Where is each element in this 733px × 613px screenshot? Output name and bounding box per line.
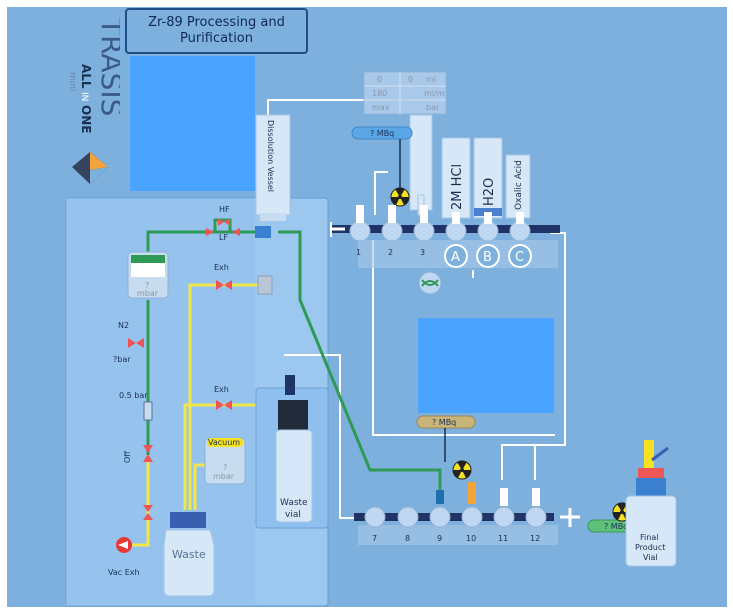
activity-top-text: ? MBq bbox=[370, 129, 394, 138]
brand-one: ONE bbox=[79, 105, 93, 133]
valve-1 bbox=[349, 220, 371, 242]
final-product-vial bbox=[625, 495, 677, 567]
final-vial-line3: Vial bbox=[643, 553, 658, 562]
pressure-gauge-value: ? bbox=[145, 281, 149, 290]
bottom-pos-8: 8 bbox=[405, 534, 410, 543]
syringe-max: max bbox=[372, 103, 390, 112]
syringe-flow: 180 bbox=[372, 89, 387, 98]
valve-11 bbox=[493, 506, 515, 528]
brand-in: IN bbox=[79, 92, 89, 101]
brand-name: TRASIS bbox=[95, 17, 120, 116]
valve-2 bbox=[381, 220, 403, 242]
reagent-vial-h2o: H2O bbox=[473, 137, 503, 219]
syringe-unit1: ml bbox=[426, 75, 436, 84]
lf-valve-icon bbox=[206, 228, 240, 236]
final-vial-line1: Final bbox=[640, 533, 658, 542]
vacuum-pump-icon bbox=[116, 537, 132, 553]
regulator-icon bbox=[143, 401, 153, 421]
hf-valve-icon bbox=[218, 218, 230, 226]
svg-text:2M HCl: 2M HCl bbox=[450, 164, 465, 210]
valve-3 bbox=[413, 220, 435, 242]
bottom-pos-12: 12 bbox=[530, 534, 540, 543]
exh2-valve-icon bbox=[216, 400, 232, 410]
reagent-letter-a: A bbox=[444, 244, 468, 268]
dissolution-vessel-label: Dissolution Vessel bbox=[266, 120, 275, 192]
top-pos-2: 2 bbox=[388, 248, 393, 257]
final-vial-line2: Product bbox=[635, 543, 665, 552]
exh2-label: Exh bbox=[214, 385, 229, 394]
filter-icon bbox=[255, 226, 271, 238]
exh1-label: Exh bbox=[214, 263, 229, 272]
syringe-panel bbox=[363, 71, 447, 115]
waste-vial-label-1: Waste bbox=[280, 498, 308, 508]
waste-vial bbox=[275, 429, 313, 523]
highlight-panel-mid bbox=[418, 318, 554, 413]
lf-label: LF bbox=[219, 233, 228, 242]
off-valve-icon bbox=[143, 445, 153, 462]
exhaust-connector bbox=[257, 275, 273, 295]
waste-vial-cap bbox=[278, 400, 308, 430]
trasis-logo: TRASIS ALL IN ONE mini bbox=[67, 17, 120, 184]
valve-10 bbox=[461, 506, 483, 528]
bottom-manifold bbox=[354, 513, 554, 521]
valve-9 bbox=[429, 506, 451, 528]
title-line2: Purification bbox=[179, 31, 253, 46]
radiation-icon-top bbox=[390, 187, 410, 207]
activity-badge-top bbox=[351, 126, 413, 140]
vacuum-gauge-unit: mbar bbox=[213, 472, 235, 481]
syringe-unit3: bar bbox=[426, 103, 440, 112]
pressure-gauge-unit: mbar bbox=[137, 289, 159, 298]
n2-valve-icon bbox=[128, 338, 144, 348]
brand-mini: mini bbox=[67, 72, 77, 91]
syringe-unit2: ml/m bbox=[424, 89, 445, 98]
trasis-diamond-icon bbox=[72, 152, 108, 184]
svg-text:A: A bbox=[451, 250, 460, 265]
radiation-icon-mid bbox=[452, 460, 472, 480]
top-manifold bbox=[330, 225, 560, 233]
top-pos-1: 1 bbox=[356, 248, 361, 257]
n2-value: ?bar bbox=[113, 355, 131, 364]
valve-12 bbox=[525, 506, 547, 528]
page-title: Zr-89 Processing and Purification bbox=[125, 8, 308, 54]
activity-right-text: ? MBq bbox=[604, 522, 628, 531]
reagent-vial-hcl: 2M HCl bbox=[441, 137, 471, 219]
svg-text:Oxalic Acid: Oxalic Acid bbox=[514, 160, 524, 210]
highlight-panel-top bbox=[130, 56, 255, 191]
activity-mid-text: ? MBq bbox=[432, 418, 456, 427]
activity-badge-mid bbox=[416, 415, 476, 429]
reagent-vial-oxalic: Oxalic Acid bbox=[505, 154, 531, 219]
bottom-pos-10: 10 bbox=[466, 534, 476, 543]
svg-text:B: B bbox=[483, 250, 492, 265]
vac-exh-label: Vac Exh bbox=[108, 568, 140, 577]
waste-vial-label-2: vial bbox=[285, 510, 301, 520]
title-line1: Zr-89 Processing and bbox=[148, 15, 285, 30]
bottom-pos-11: 11 bbox=[498, 534, 508, 543]
yellow-valve-icon bbox=[143, 505, 153, 520]
reagent-letter-b: B bbox=[476, 244, 500, 268]
off-label: Off bbox=[123, 451, 132, 463]
bottom-pos-7: 7 bbox=[372, 534, 377, 543]
vacuum-gauge-value: ? bbox=[223, 463, 227, 472]
svg-text:C: C bbox=[515, 250, 524, 265]
top-pos-3: 3 bbox=[420, 248, 425, 257]
syringe-volume: 0 bbox=[377, 75, 382, 84]
valve-7 bbox=[364, 506, 386, 528]
svg-text:H2O: H2O bbox=[482, 178, 497, 206]
vacuum-gauge-label: Vacuum bbox=[208, 438, 240, 447]
pump-icon bbox=[418, 271, 442, 295]
exh1-valve-icon bbox=[216, 280, 232, 290]
brand-all: ALL bbox=[79, 64, 93, 89]
bottom-pos-9: 9 bbox=[437, 534, 442, 543]
pressure-label: 0.5 bar bbox=[119, 391, 148, 400]
waste-cap bbox=[170, 512, 206, 528]
valve-8 bbox=[397, 506, 419, 528]
waste-label: Waste bbox=[172, 548, 206, 561]
syringe-unit1-val: 0 bbox=[408, 75, 413, 84]
waste-bottle bbox=[163, 529, 215, 597]
n2-label: N2 bbox=[118, 321, 129, 330]
reagent-letter-c: C bbox=[508, 244, 532, 268]
hf-label: HF bbox=[219, 205, 230, 214]
